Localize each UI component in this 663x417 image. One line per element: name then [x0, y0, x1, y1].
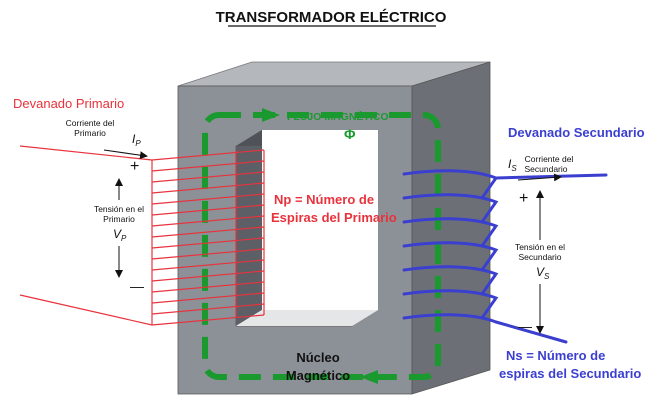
secondary-winding	[402, 169, 608, 344]
flux-arrow-bottom-icon	[360, 370, 378, 384]
primary-current-label-1: Corriente del	[66, 118, 115, 128]
window-inner-bottom	[236, 310, 378, 326]
secondary-voltage-label-1: Tensión en el	[515, 242, 565, 252]
secondary-current-symbol: IS	[508, 157, 517, 173]
secondary-voltage-symbol: VS	[536, 265, 550, 281]
primary-lead-bottom	[19, 294, 153, 326]
core-label-line2: Magnético	[286, 368, 350, 383]
primary-voltage-symbol: VP	[113, 227, 127, 243]
primary-lead-top	[19, 145, 153, 161]
flux-label: FLUJO MAGNÉTICO	[287, 110, 389, 123]
secondary-plus: +	[519, 190, 528, 207]
primary-voltage-label-1: Tensión en el	[94, 204, 144, 214]
flux-arrow-top-icon	[262, 108, 280, 122]
primary-current-symbol: IP	[132, 132, 141, 148]
core-window	[262, 130, 378, 310]
diagram-title: TRANSFORMADOR ELÉCTRICO	[216, 9, 447, 26]
secondary-current-label-2: Secundario	[524, 164, 567, 174]
secondary-turns-line2: espiras del Secundario	[499, 366, 641, 381]
primary-winding	[19, 145, 265, 326]
secondary-heading: Devanado Secundario	[508, 125, 645, 140]
magnetic-core	[177, 61, 491, 395]
primary-current-label-2: Primario	[74, 128, 106, 138]
primary-voltage-label-2: Primario	[103, 214, 135, 224]
secondary-current-arrow-icon	[517, 173, 562, 182]
core-side-face	[411, 61, 491, 395]
primary-minus: —	[130, 278, 144, 294]
flux-symbol: Φ	[344, 126, 356, 142]
primary-current-arrow-icon	[103, 149, 148, 160]
primary-turns-line2: Espiras del Primario	[271, 210, 397, 225]
secondary-current-label-1: Corriente del	[525, 154, 574, 164]
secondary-lead-bottom	[494, 320, 568, 344]
primary-turns-line1: Np = Número de	[274, 192, 374, 207]
secondary-turns-line1: Ns = Número de	[506, 348, 605, 363]
core-label-line1: Núcleo	[296, 350, 339, 365]
flux-path	[202, 108, 441, 384]
primary-heading: Devanado Primario	[13, 96, 124, 111]
primary-plus: +	[130, 158, 139, 175]
secondary-voltage-label-2: Secundario	[518, 252, 561, 262]
secondary-minus: —	[518, 318, 532, 334]
secondary-lead-top	[494, 173, 608, 180]
